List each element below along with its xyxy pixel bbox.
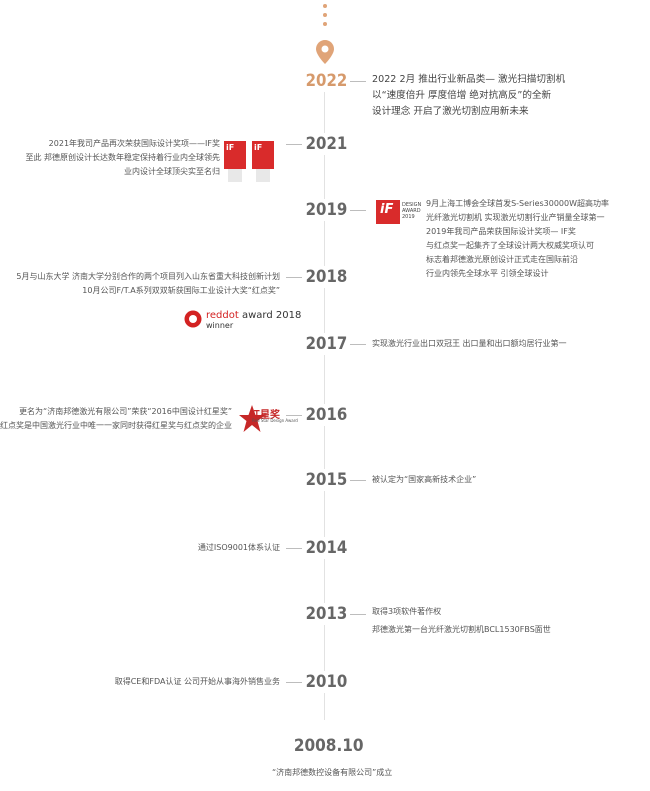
if-award-tag: iF	[254, 143, 263, 152]
connector-2018	[286, 277, 302, 278]
year-2010: 2010	[305, 671, 348, 693]
event-2019-line: 2019年我司产品荣获国际设计奖项— IF奖	[426, 227, 576, 236]
connector-2015	[350, 480, 366, 481]
connector-2022	[350, 81, 366, 82]
event-2019-line: 与红点奖一起集齐了全球设计两大权威奖项认可	[426, 241, 594, 250]
event-2021-line: 至此 邦德原创设计长达数年稳定保持着行业内全球领先	[25, 153, 220, 162]
event-2019-line: 标志着邦德激光原创设计正式走在国际前沿	[426, 255, 578, 264]
event-2015: 被认定为“国家高新技术企业”	[372, 473, 476, 487]
event-2010-line: 取得CE和FDA认证 公司开始从事海外销售业务	[114, 677, 280, 686]
reddot-wordmark: reddot	[206, 310, 239, 321]
if-award-base	[256, 168, 270, 182]
connector-2013	[350, 614, 366, 615]
if-award-caption-line: DESIGN	[402, 202, 422, 208]
red-star-icon	[239, 405, 265, 432]
event-2017: 实现激光行业出口双冠王 出口量和出口额均居行业第一	[372, 337, 567, 351]
connector-2010	[286, 682, 302, 683]
year-2019: 2019	[305, 199, 348, 221]
event-2008-line: “济南邦德数控设备有限公司”成立	[272, 768, 393, 777]
year-2018: 2018	[305, 266, 348, 288]
if-award-caption: DESIGN AWARD 2019	[402, 202, 421, 220]
event-2013: 取得3项软件著作权 邦德激光第一台光纤激光切割机BCL1530FBS面世	[372, 605, 551, 637]
year-2022: 2022	[305, 70, 348, 92]
event-2016-line: 与红点奖是中国激光行业中唯一一家同时获得红星奖与红点奖的企业	[0, 421, 232, 430]
event-2019-line: 9月上海工博会全球首发S-Series30000W超高功率	[426, 199, 610, 208]
event-2018: 5月与山东大学 济南大学分别合作的两个项目列入山东省重大科技创新计划 10月公司…	[16, 270, 280, 298]
event-2021: 2021年我司产品再次荣获国际设计奖项——IF奖 至此 邦德原创设计长达数年稳定…	[25, 137, 220, 179]
if-award-base	[228, 168, 242, 182]
event-2016: 更名为“济南邦德激光有限公司”荣获“2016中国设计红星奖” 与红点奖是中国激光…	[0, 405, 232, 433]
year-2015: 2015	[305, 469, 348, 491]
if-award-caption-line: 2019	[402, 214, 415, 220]
event-2021-line: 2021年我司产品再次荣获国际设计奖项——IF奖	[48, 139, 220, 148]
event-2019: 9月上海工博会全球首发S-Series30000W超高功率 光纤激光切割机 实现…	[426, 197, 609, 281]
event-2019-line: 行业内领先全球水平 引领全球设计	[426, 269, 549, 278]
event-2018-line: 10月公司F/T.A系列双双斩获国际工业设计大奖“红点奖”	[82, 286, 280, 295]
connector-2017	[350, 344, 366, 345]
connector-2014	[286, 548, 302, 549]
location-pin-icon	[316, 40, 334, 64]
top-dots-ornament	[322, 4, 328, 31]
year-2021: 2021	[305, 133, 348, 155]
if-award-trophy: iF	[224, 141, 246, 169]
event-2016-line: 更名为“济南邦德激光有限公司”荣获“2016中国设计红星奖”	[19, 407, 232, 416]
year-2016: 2016	[305, 404, 348, 426]
if-award-trophy: iF	[252, 141, 274, 169]
reddot-award-line: reddot award 2018	[206, 310, 301, 321]
year-2017: 2017	[305, 333, 348, 355]
connector-2016	[286, 415, 302, 416]
event-2010: 取得CE和FDA认证 公司开始从事海外销售业务	[115, 675, 280, 689]
year-2014: 2014	[305, 537, 348, 559]
event-2017-line: 实现激光行业出口双冠王 出口量和出口额均居行业第一	[372, 339, 567, 348]
red-star-subtitle: Red Star Design Award	[252, 418, 298, 423]
event-2021-line: 业内设计全球顶尖实至名归	[124, 167, 220, 176]
event-2018-line: 5月与山东大学 济南大学分别合作的两个项目列入山东省重大科技创新计划	[16, 272, 280, 281]
event-2022-line: 设计理念 开启了激光切割应用新未来	[372, 106, 529, 117]
if-award-tag: iF	[380, 202, 394, 217]
event-2022-line: 2022 2月 推出行业新品类— 激光扫描切割机	[372, 74, 566, 85]
year-2013: 2013	[305, 603, 348, 625]
event-2008: “济南邦德数控设备有限公司”成立	[272, 766, 392, 780]
red-star-award-logo: 红星奖 Red Star Design Award	[238, 404, 298, 438]
event-2013-line: 邦德激光第一台光纤激光切割机BCL1530FBS面世	[372, 625, 551, 634]
event-2014-line: 通过ISO9001体系认证	[197, 543, 280, 552]
reddot-award-year: award 2018	[241, 310, 302, 321]
event-2019-line: 光纤激光切割机 实现激光切割行业产销量全球第一	[426, 213, 605, 222]
if-award-tag: iF	[226, 143, 235, 152]
event-2015-line: 被认定为“国家高新技术企业”	[372, 475, 477, 484]
year-2008-10: 2008.10	[293, 736, 364, 756]
if-design-award-logo: iF	[376, 200, 400, 224]
reddot-logo-icon	[184, 310, 202, 328]
red-star-title: 红星奖	[250, 410, 280, 421]
reddot-award-logo: reddot award 2018 winner	[206, 310, 301, 330]
event-2014: 通过ISO9001体系认证	[198, 541, 280, 555]
connector-2021	[286, 144, 302, 145]
if-award-caption-line: AWARD	[402, 208, 421, 214]
event-2022-line: 以“速度倍升 厚度倍增 绝对抗高反”的全新	[372, 90, 552, 101]
reddot-winner: winner	[206, 321, 234, 330]
event-2013-line: 取得3项软件著作权	[372, 607, 442, 616]
connector-2019	[350, 210, 366, 211]
timeline-axis	[324, 70, 325, 720]
event-2022: 2022 2月 推出行业新品类— 激光扫描切割机 以“速度倍升 厚度倍增 绝对抗…	[372, 72, 565, 120]
